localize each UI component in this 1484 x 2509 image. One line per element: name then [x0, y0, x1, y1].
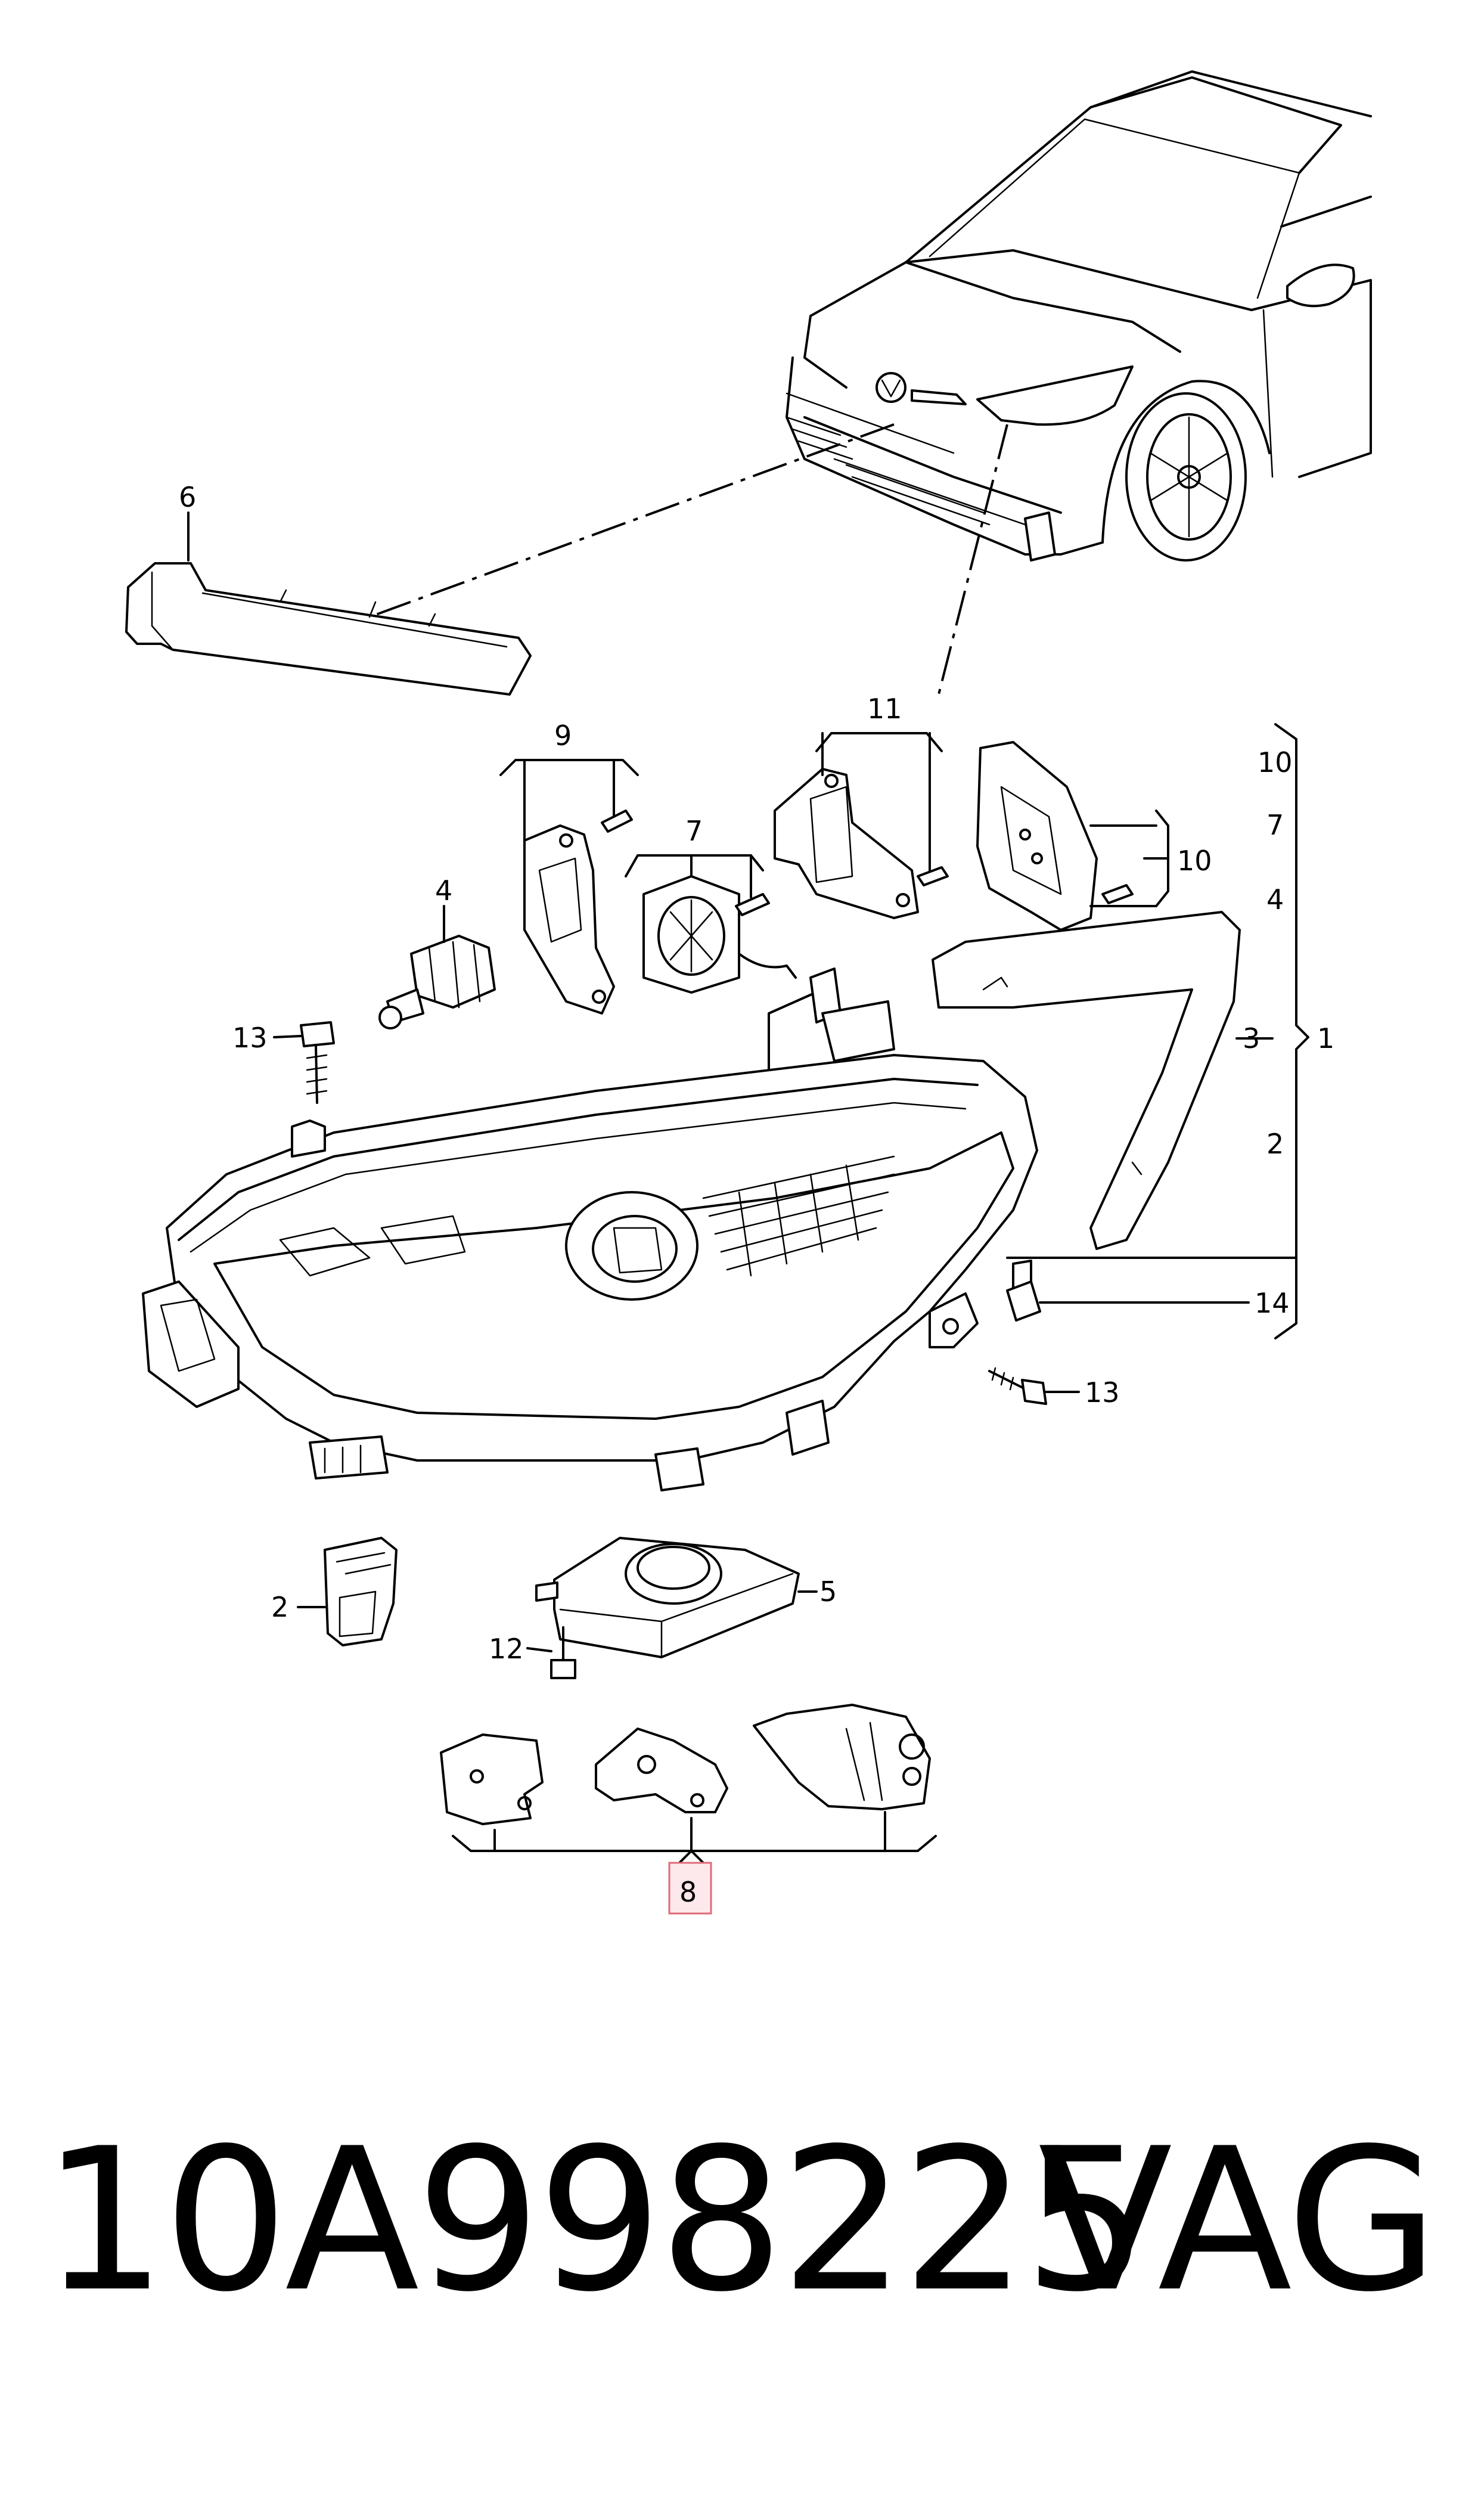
- leader-line-6: [369, 423, 895, 618]
- list-10: 10: [1258, 746, 1293, 779]
- callout-3: 3: [1243, 1022, 1260, 1055]
- callout-12: 12: [489, 1633, 524, 1665]
- callout-6: 6: [179, 481, 196, 513]
- part-13-bolt-lower: [988, 1367, 1047, 1405]
- brand-label: VAG: [1038, 2106, 1439, 2335]
- callout-13-upper: 13: [232, 1022, 268, 1054]
- part-number: 10A998225: [42, 2106, 1148, 2335]
- list-4: 4: [1266, 883, 1284, 916]
- callout-5: 5: [819, 1576, 837, 1608]
- part-8-repair-kit: [440, 1704, 937, 1915]
- list-2: 2: [1266, 1128, 1284, 1160]
- part-9-bracket: [523, 810, 633, 1015]
- footer: 10A998225 VAG: [0, 2122, 1484, 2372]
- callout-9: 9: [554, 719, 572, 752]
- callout-2-part: 2: [271, 1591, 288, 1623]
- list-7: 7: [1266, 809, 1284, 841]
- callout-13-lower: 13: [1085, 1376, 1120, 1409]
- headlight-assembly: [142, 967, 1038, 1491]
- grouping-brace-1: [1143, 723, 1309, 1339]
- part-12-screw: [550, 1626, 576, 1679]
- callout-14: 14: [1255, 1287, 1290, 1319]
- callout-10-part: 10: [1177, 845, 1212, 877]
- callout-7-part: 7: [685, 815, 703, 847]
- part-3-seal-strip: [932, 911, 1241, 1250]
- callout-8: 8: [679, 1876, 697, 1908]
- leader-lines: [187, 511, 1297, 1652]
- part-10-cover: [976, 741, 1134, 931]
- leader-line-11: [937, 424, 1008, 695]
- part-6-light-strip: [125, 562, 532, 696]
- part-13-bolt-upper: [300, 1021, 335, 1104]
- part-5-control-module: [535, 1537, 800, 1658]
- car-front-illustration: [786, 70, 1372, 562]
- callout-4-part: 4: [435, 874, 452, 907]
- part-7-fan: [642, 875, 797, 994]
- part-2-connector: [324, 1537, 398, 1646]
- callout-11: 11: [867, 693, 902, 725]
- part-11-bracket: [774, 768, 949, 919]
- part-4-bulb-socket: [378, 935, 496, 1029]
- part-14-clip: [1006, 1280, 1041, 1322]
- exploded-parts-diagram: 6 9 11 7 4 10 13 3 14 13 2 5 12 8 10 7 4…: [125, 70, 1372, 1915]
- callout-labels: 6 9 11 7 4 10 13 3 14 13 2 5 12 8 10 7 4…: [179, 481, 1334, 1908]
- callout-1: 1: [1317, 1022, 1334, 1055]
